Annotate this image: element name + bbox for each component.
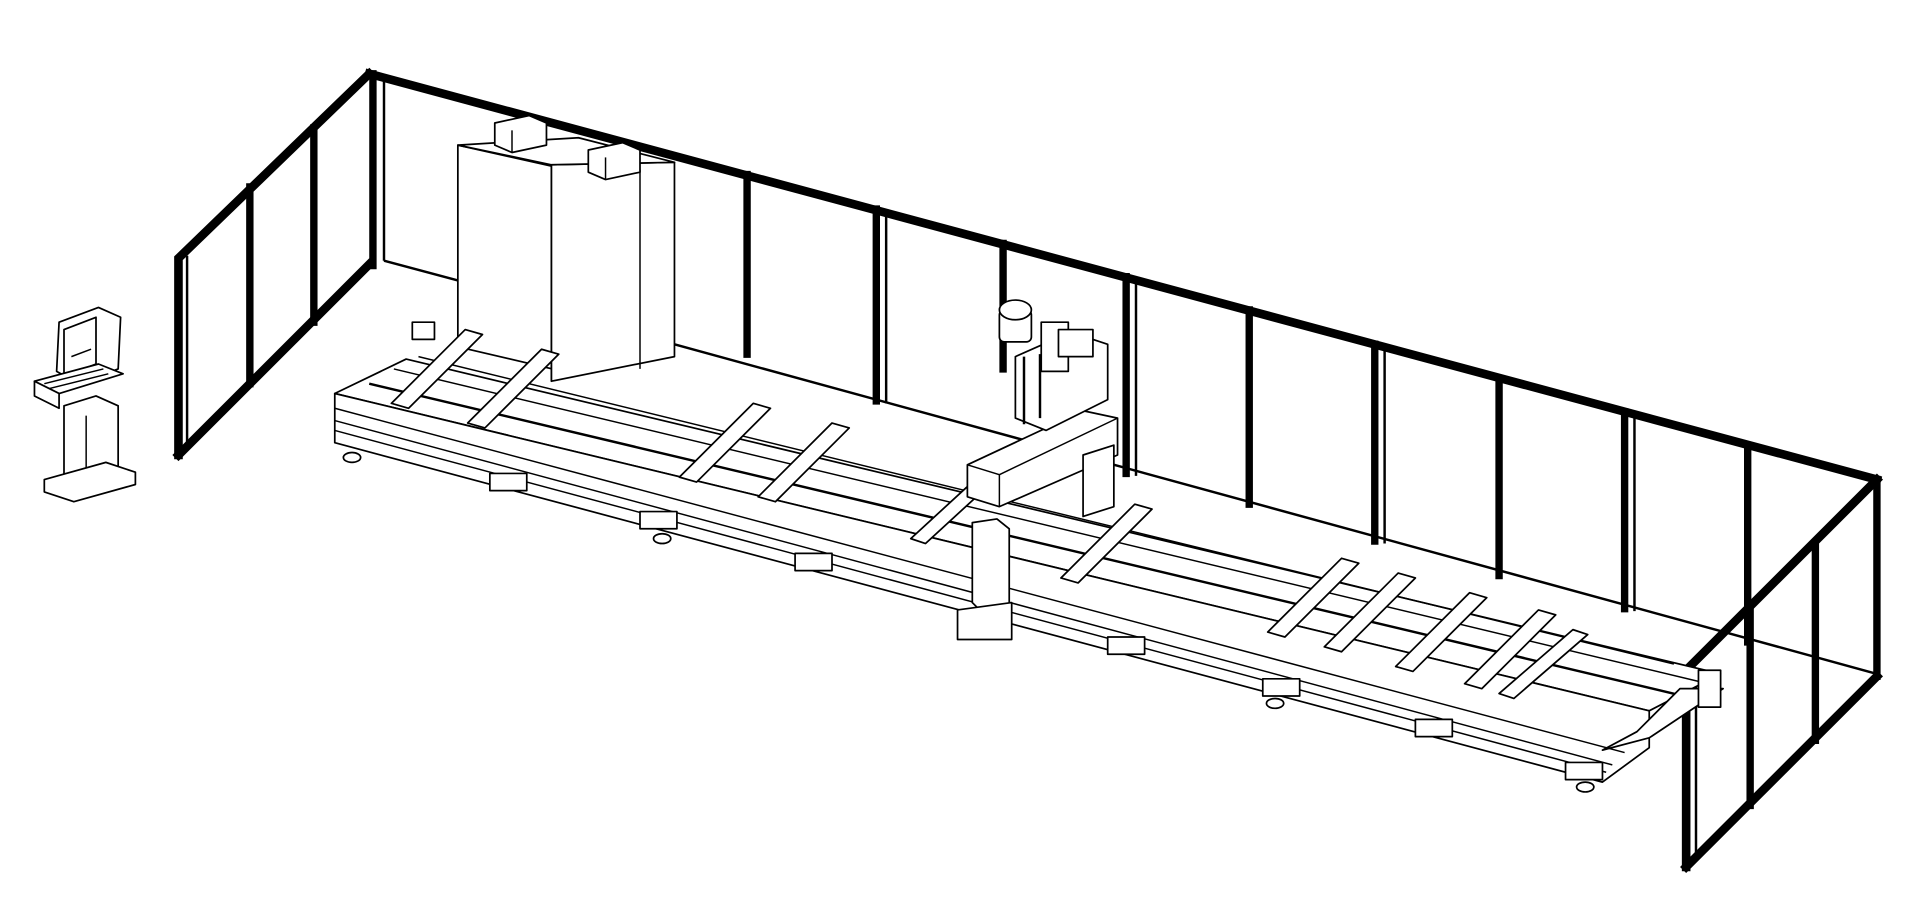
workpiece-clamps [390,321,1722,708]
gantry-spindle-unit [956,299,1119,641]
spindle-motor [998,299,1094,373]
cabinet-cooling-unit-left [493,114,548,154]
safety-fence-left-wall [172,67,376,462]
bed-feet [342,451,1604,793]
safety-fence-back-wall [363,68,1883,681]
control-console [33,306,137,503]
fence-posts [369,70,1881,681]
cabinet-cooling-unit-right [587,141,641,181]
electrical-cabinet [456,114,676,383]
